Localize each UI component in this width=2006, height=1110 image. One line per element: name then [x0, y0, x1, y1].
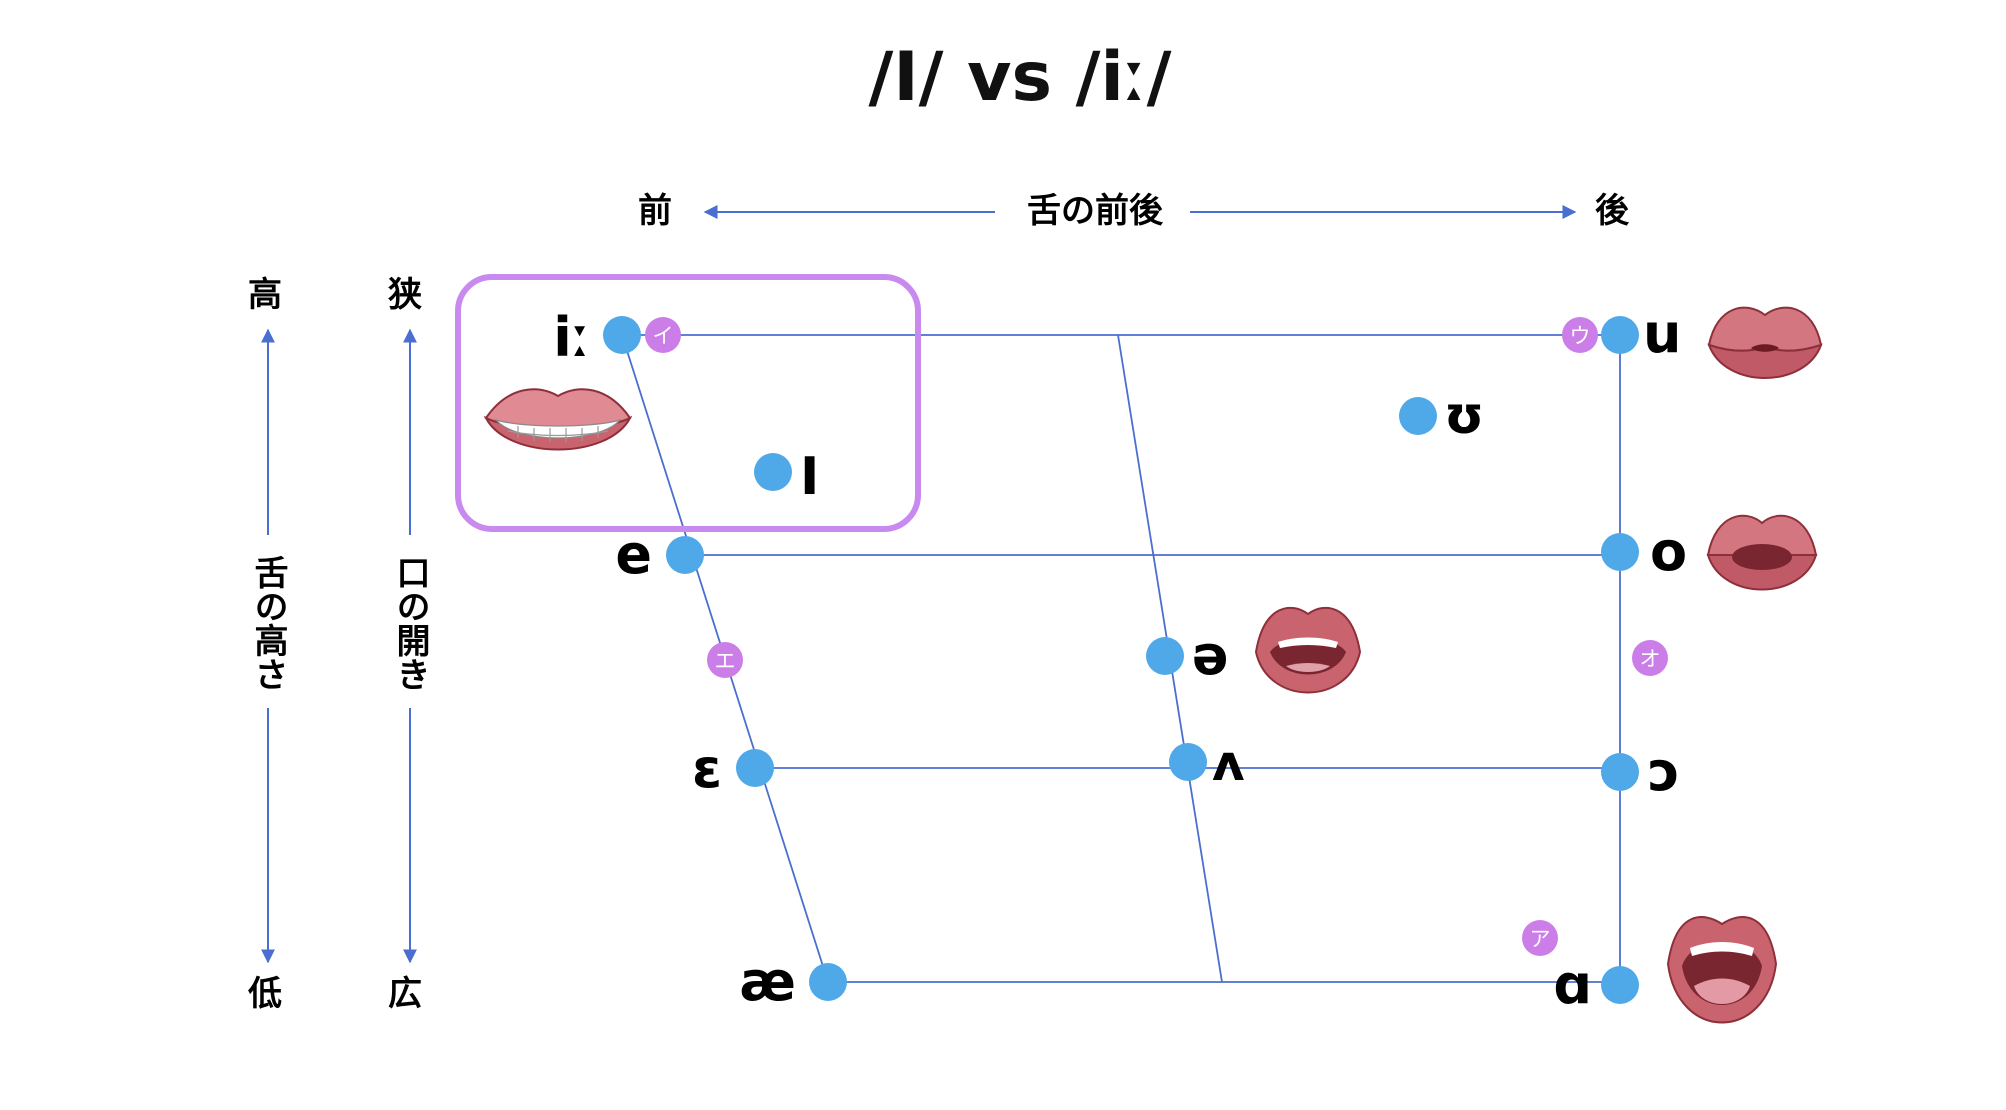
kana-label: エ: [715, 649, 736, 673]
vowel-symbol: æ: [739, 950, 796, 1013]
vowel-epsilon: ɛ: [692, 737, 774, 800]
wide-open-mouth-icon: [1666, 916, 1778, 1024]
kana-label: イ: [653, 324, 674, 348]
highlight-box: [455, 274, 921, 532]
back-label: 後: [1595, 191, 1630, 231]
vowel-dot: [1146, 637, 1184, 675]
vowel-wedge: ʌ: [1169, 734, 1245, 792]
vowel-points: iː I e ɛ æ ə ʌ u: [553, 302, 1687, 1016]
tongue-front-back-label: 舌の前後: [1027, 191, 1164, 231]
vowel-alpha: ɑ: [1553, 953, 1639, 1016]
kana-markers: イ ウ エ オ ア: [645, 317, 1668, 956]
mouth-opening-label: 口の開き: [390, 555, 430, 691]
half-open-mouth-icon: [1254, 606, 1362, 694]
vowel-dot: [1169, 743, 1207, 781]
vowel-dot: [1601, 316, 1639, 354]
vowel-dot: [1399, 397, 1437, 435]
kana-label: オ: [1640, 647, 1661, 671]
vowel-dot: [1601, 753, 1639, 791]
vowel-symbol: iː: [553, 306, 590, 369]
height-high-label: 高: [248, 275, 282, 315]
opening-narrow-label: 狭: [388, 275, 422, 315]
vowel-symbol: e: [615, 523, 652, 586]
kana-badge: [1522, 920, 1558, 956]
vowel-upsilon: ʊ: [1399, 386, 1484, 446]
vowel-symbol: o: [1650, 520, 1687, 583]
smile-mouth-icon: [483, 388, 633, 451]
kana-badge: [1562, 317, 1598, 353]
page-title: /I/ vs /iː/: [868, 38, 1171, 117]
vowel-dot: [666, 536, 704, 574]
height-low-label: 低: [248, 974, 282, 1014]
vowel-dot: [1601, 966, 1639, 1004]
vowel-i-long: iː: [553, 306, 641, 369]
kana-badge: [1632, 640, 1668, 676]
vowel-symbol: u: [1643, 302, 1681, 365]
vowel-dot: [754, 453, 792, 491]
vowel-symbol: ʊ: [1444, 386, 1484, 446]
kana-badge: [707, 642, 743, 678]
vowel-schwa: ə: [1146, 624, 1229, 687]
vowel-symbol: I: [800, 447, 819, 507]
tongue-front-back-axis: 前 舌の前後 後: [638, 191, 1630, 231]
front-label: 前: [638, 191, 672, 231]
vowel-o: o: [1601, 520, 1687, 583]
kana-badge: [645, 317, 681, 353]
kana-marker-a: ア: [1522, 920, 1558, 956]
mouth-opening-axis: 狭 口の開き 広: [388, 275, 430, 1014]
vowel-e: e: [615, 523, 704, 586]
kana-marker-u: ウ: [1562, 317, 1598, 353]
kana-marker-i: イ: [645, 317, 681, 353]
vowel-symbol: ʌ: [1212, 734, 1245, 792]
vowel-u: u: [1601, 302, 1681, 365]
vowel-ae: æ: [739, 950, 847, 1013]
vowel-symbol: ə: [1192, 624, 1229, 687]
vowel-dot: [736, 749, 774, 787]
opening-wide-label: 広: [388, 974, 422, 1014]
kana-label: ア: [1530, 927, 1551, 951]
kana-label: ウ: [1570, 324, 1591, 348]
kana-marker-e: エ: [707, 642, 743, 678]
kana-marker-o: オ: [1632, 640, 1668, 676]
vowel-symbol: ɔ: [1648, 740, 1680, 803]
rounded-lips-icon: [1706, 514, 1818, 591]
tongue-height-label: 舌の高さ: [248, 555, 288, 691]
vowel-dot: [1601, 533, 1639, 571]
vowel-open-o: ɔ: [1601, 740, 1680, 803]
pucker-lips-icon: [1707, 306, 1823, 379]
tongue-height-axis: 高 舌の高さ 低: [248, 275, 288, 1014]
vowel-dot: [809, 963, 847, 1001]
vowel-small-i: I: [754, 447, 819, 507]
vowel-symbol: ɑ: [1553, 953, 1592, 1016]
vowel-symbol: ɛ: [692, 737, 722, 800]
vowel-dot: [603, 316, 641, 354]
